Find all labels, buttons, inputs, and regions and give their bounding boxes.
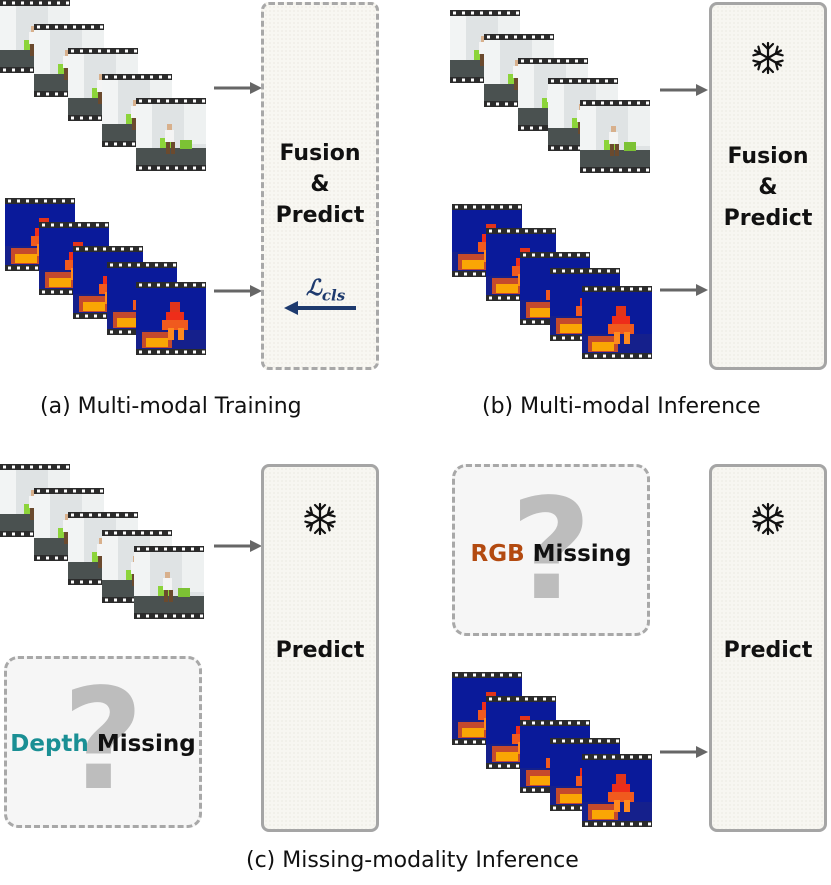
- loss-cls-label: ℒcls: [306, 275, 346, 305]
- depth-frame: [582, 286, 652, 359]
- arrow-rgb-b: [660, 84, 708, 96]
- fusion-predict-box-inference: Fusion & Predict: [709, 2, 827, 370]
- rgb-frame: [580, 100, 650, 173]
- question-mark-icon: ?: [510, 469, 592, 632]
- question-mark-icon: ?: [62, 659, 144, 822]
- fusion-predict-box-training: Fusion & Predict ℒcls: [261, 2, 379, 370]
- depth-frame: [136, 282, 206, 355]
- rgb-frame: [134, 546, 204, 619]
- fusion-predict-label: Fusion & Predict: [723, 144, 813, 231]
- arrow-depth-c: [660, 746, 708, 758]
- caption-a: (a) Multi-modal Training: [40, 394, 302, 419]
- arrow-rgb-a: [214, 82, 262, 94]
- caption-b: (b) Multi-modal Inference: [482, 394, 761, 419]
- loss-backward-arrow: [284, 301, 356, 315]
- predict-label: Predict: [723, 638, 813, 663]
- rgb-missing-label: RGB Missing: [470, 541, 632, 567]
- arrow-rgb-c: [214, 540, 262, 552]
- predict-box-depth-only: Predict: [709, 464, 827, 832]
- fusion-predict-label: Fusion & Predict: [275, 141, 365, 228]
- predict-box-rgb-only: Predict: [261, 464, 379, 832]
- rgb-frame: [136, 98, 206, 171]
- caption-c: (c) Missing-modality Inference: [246, 848, 579, 873]
- arrow-depth-a: [214, 285, 262, 297]
- depth-missing-box: ? Depth Missing: [4, 656, 202, 828]
- snowflake-icon: [750, 501, 786, 537]
- depth-missing-label: Depth Missing: [10, 731, 196, 757]
- snowflake-icon: [302, 501, 338, 537]
- arrow-depth-b: [660, 284, 708, 296]
- predict-label: Predict: [275, 638, 365, 663]
- depth-frame: [582, 754, 652, 827]
- rgb-missing-box: ? RGB Missing: [452, 464, 650, 636]
- snowflake-icon: [750, 40, 786, 76]
